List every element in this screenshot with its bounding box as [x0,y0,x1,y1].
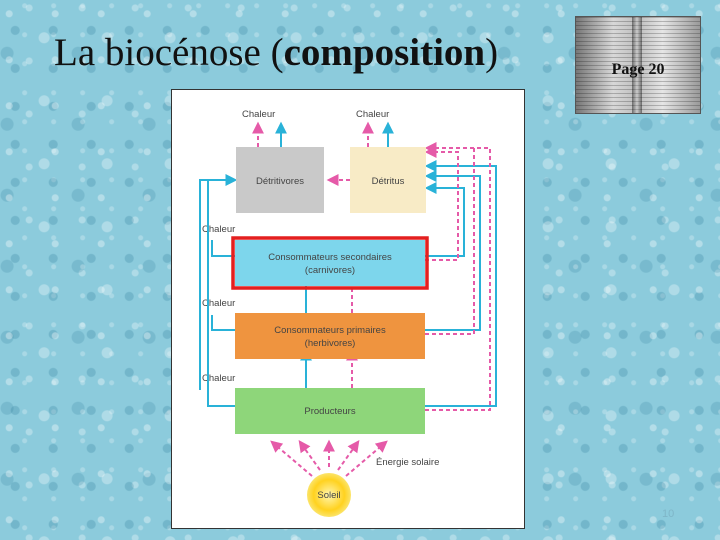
detritivores-label: Détritivores [256,176,304,187]
producers-box [235,388,425,434]
primary-consumers-label-line2: (herbivores) [305,338,356,349]
heat-label-top-left: Chaleur [242,109,275,120]
slide-title: La biocénose (composition) [54,30,498,75]
flow-secondary-right [424,182,465,257]
flow-primary-right [424,170,481,331]
primary-consumers-box [235,313,425,359]
primary-consumers-label-line1: Consommateurs primaires [274,325,386,336]
flow-left-outer [199,174,238,390]
solar-energy-label: Énergie solaire [376,457,439,468]
book-spine [632,17,642,113]
highlight-frame [231,236,429,290]
heat-label-secondary: Chaleur [202,224,235,235]
heat-label-primary: Chaleur [202,298,235,309]
producers-label: Producteurs [304,406,355,417]
page-number: 10 [662,508,675,520]
heat-label-top-right: Chaleur [356,109,389,120]
title-regular: La biocénose ( [54,31,284,74]
solar-ray-5 [345,440,388,477]
sun-icon [307,473,351,517]
flow-primary-left [211,315,235,331]
book-image: Page 20 [575,16,701,114]
solar-ray-1 [270,440,313,477]
ecosystem-diagram: Chaleur Chaleur Chaleur Chaleur Chaleur [171,89,525,529]
title-bold: composition [283,31,486,74]
heat-label-producers: Chaleur [202,373,235,384]
flow-secondary-left [211,240,235,257]
secondary-consumers-box [235,240,425,286]
flow-producers-left [207,180,235,407]
solar-ray-2 [298,440,321,471]
detritivores-box [236,147,324,213]
detritus-box [350,147,426,213]
energy-primary-right [425,148,475,335]
title-close: ) [485,31,499,74]
secondary-consumers-label-line2: (carnivores) [305,265,355,276]
energy-secondary-right [424,146,459,261]
book-page-label: Page 20 [611,61,665,78]
secondary-consumers-label-line1: Consommateurs secondaires [268,252,392,263]
flow-producers-right [424,160,497,407]
solar-ray-4 [337,440,360,471]
ecosystem-diagram-svg: Chaleur Chaleur Chaleur Chaleur Chaleur [199,109,497,517]
detritus-label: Détritus [372,176,405,187]
sun-label: Soleil [317,490,340,501]
energy-producers-right [424,142,491,411]
